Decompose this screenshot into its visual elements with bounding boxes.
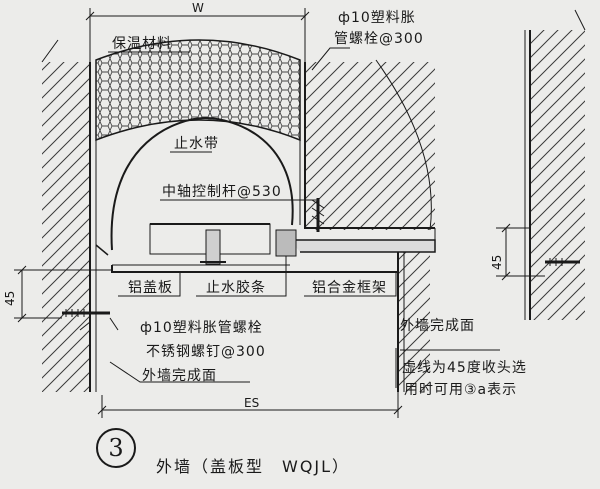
label-cover-plate: 铝盖板 [128, 280, 173, 296]
label-anchor-bottom: ф10塑料胀管螺栓 [140, 320, 263, 336]
center-rod [149, 223, 271, 265]
label-anchor-top-1: ф10塑料胀 [338, 10, 416, 26]
dim-top-width: W [192, 1, 204, 15]
label-insulation: 保温材料 [112, 36, 172, 52]
label-center-rod: 中轴控制杆@530 [162, 184, 282, 200]
label-note-2: 用时可用③a表示 [404, 382, 518, 398]
water-stop-belt [110, 116, 294, 251]
label-alu-frame: 铝合金框架 [312, 280, 387, 296]
left-anchor-bolt [62, 309, 110, 317]
label-finish-right: 外墙完成面 [400, 318, 475, 334]
right-wall [299, 59, 436, 392]
dimension-lines [14, 8, 545, 418]
aluminum-frame [111, 198, 436, 273]
dim-bottom-width: ES [244, 396, 260, 410]
far-right-wall [524, 9, 586, 320]
label-stainless-screw: 不锈钢螺钉@300 [146, 344, 266, 360]
insulation-block [95, 39, 301, 142]
detail-number: 3 [96, 428, 136, 468]
dim-right-offset: 45 [490, 254, 504, 270]
label-sealant: 止水胶条 [206, 280, 266, 296]
label-anchor-top-2: 管螺栓@300 [334, 31, 424, 47]
label-water-stop-belt: 止水带 [174, 136, 219, 152]
right-anchor-bolt [545, 258, 580, 266]
label-finish-left: 外墙完成面 [142, 368, 217, 384]
drawing-title: 外墙（盖板型 WQJL） [156, 457, 351, 476]
left-wall [41, 39, 97, 392]
label-note-1: 虚线为45度收头选 [402, 360, 527, 376]
leader-lines [79, 47, 500, 388]
dim-left-offset: 45 [3, 290, 17, 306]
